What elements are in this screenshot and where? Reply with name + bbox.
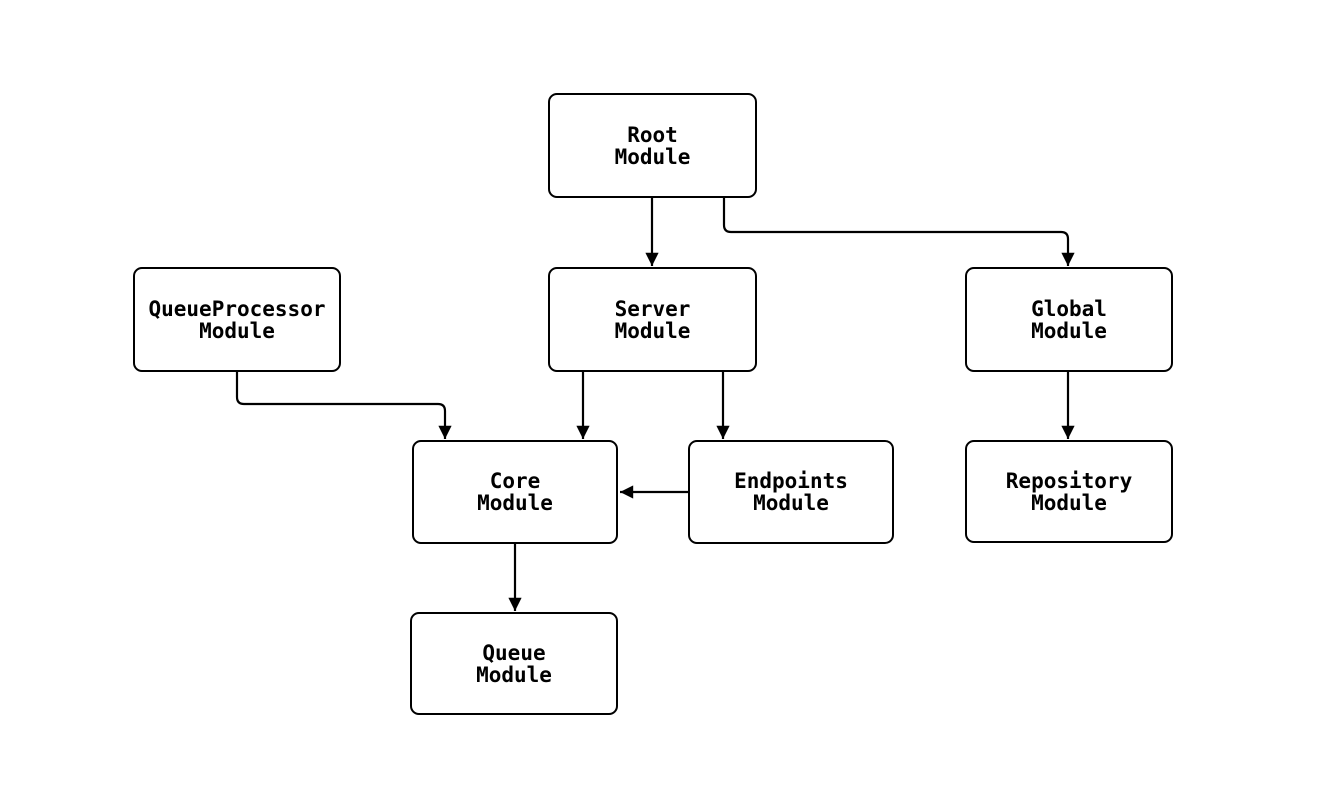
node-label-line: Core — [489, 469, 541, 493]
node-label-line: Root — [627, 122, 678, 147]
node-label-line: Module — [614, 318, 691, 343]
node-label-line: Module — [476, 662, 552, 687]
node-label-line: Module — [477, 491, 553, 515]
node-label-line: Module — [199, 318, 275, 343]
node-label-line: Module — [753, 491, 829, 515]
node-label-line: Repository — [1005, 468, 1133, 493]
node-label-line: Endpoints — [734, 469, 848, 493]
edge-queueprocessor-to-core — [235, 372, 452, 439]
node-label-line: Module — [614, 144, 691, 169]
edge-group — [235, 198, 1075, 612]
node-label-line: Server — [614, 296, 691, 321]
node-label-line: Module — [1031, 318, 1107, 343]
node-label-line: Global — [1031, 296, 1107, 321]
node-label-line: QueueProcessor — [148, 296, 326, 321]
node-label-line: Queue — [482, 640, 546, 665]
edge-root-to-global — [722, 198, 1075, 266]
node-label-line: Module — [1031, 490, 1107, 515]
